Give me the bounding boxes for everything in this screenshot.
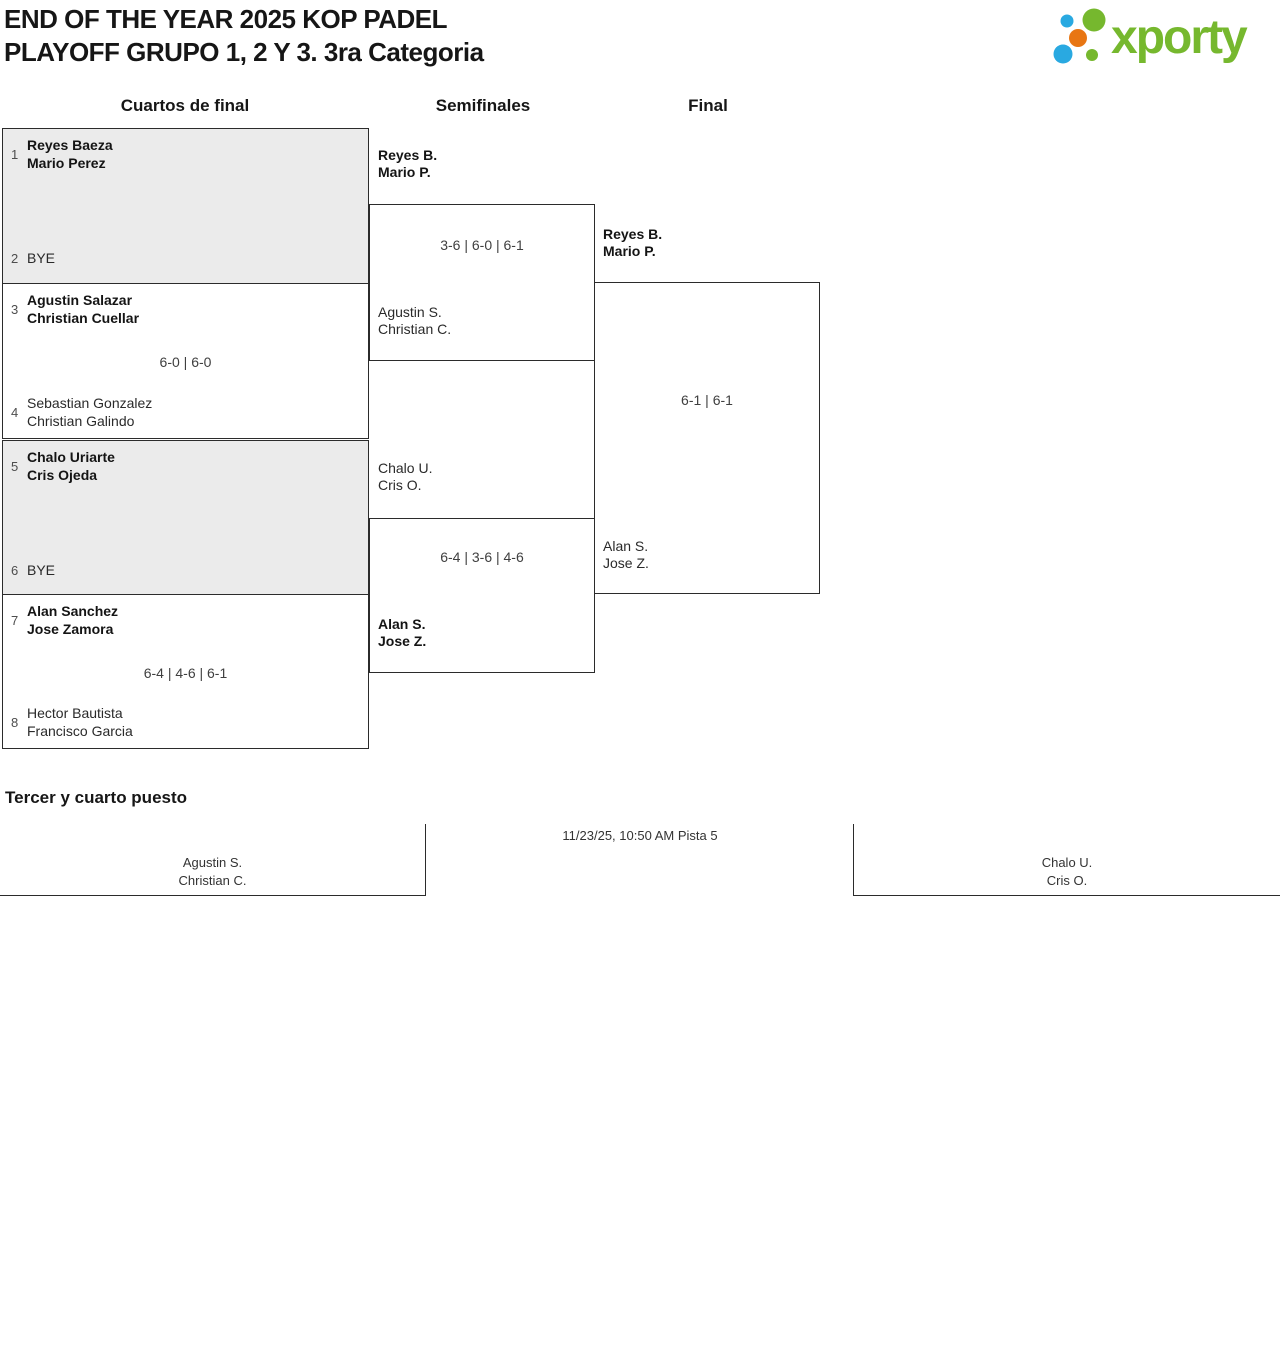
player-name: Christian Galindo — [27, 412, 135, 429]
player-name: Cris O. — [378, 477, 422, 493]
seed-number: 1 — [11, 147, 19, 162]
third-place-schedule: 11/23/25, 10:50 AM Pista 5 — [562, 828, 718, 843]
final-match-box[interactable] — [594, 282, 820, 594]
qf4-slot-bottom: 8 Hector Bautista Francisco Garcia — [11, 705, 133, 740]
player-name: Reyes B. — [378, 147, 438, 163]
player-name: Alan S. — [378, 616, 426, 632]
third-place-team-right: Chalo U. Cris O. — [854, 854, 1280, 889]
xporty-logo[interactable]: xporty — [1043, 3, 1278, 65]
player-name: BYE — [27, 561, 56, 578]
page-title-line1: END OF THE YEAR 2025 KOP PADEL — [4, 4, 448, 34]
player-name: Jose Z. — [378, 633, 427, 649]
round-header-final: Final — [688, 96, 728, 115]
sf1-team-top: Reyes B. Mario P. — [378, 147, 437, 181]
sf2-match-box[interactable] — [369, 518, 595, 673]
player-name: Christian C. — [178, 872, 247, 888]
player-name: Alan Sanchez — [27, 603, 119, 619]
qf2-match-box[interactable]: 3 Agustin Salazar Christian Cuellar 6-0 … — [2, 283, 369, 439]
player-name: Reyes B. — [603, 226, 663, 242]
team-name: Agustin Salazar Christian Cuellar — [27, 292, 139, 327]
final-score: 6-1 | 6-1 — [681, 392, 733, 408]
player-name: Chalo U. — [378, 460, 433, 476]
team-name: Reyes Baeza Mario Perez — [27, 137, 113, 172]
player-name: Reyes Baeza — [27, 137, 113, 153]
third-place-right-box[interactable]: Chalo U. Cris O. — [853, 824, 1280, 896]
sf2-score: 6-4 | 3-6 | 4-6 — [440, 549, 524, 565]
qf1-slot-top: 1 Reyes Baeza Mario Perez — [11, 137, 113, 172]
seed-number: 6 — [11, 562, 19, 578]
qf4-match-box[interactable]: 7 Alan Sanchez Jose Zamora 6-4 | 4-6 | 6… — [2, 594, 369, 749]
player-name: Agustin S. — [378, 304, 442, 320]
seed-number: 3 — [11, 302, 19, 317]
seed-number: 4 — [11, 405, 19, 420]
player-name: Mario P. — [603, 243, 656, 259]
team-name: Sebastian Gonzalez Christian Galindo — [27, 395, 152, 430]
team-name: Hector Bautista Francisco Garcia — [27, 705, 133, 740]
player-name: Chalo U. — [1041, 855, 1093, 870]
page-title: END OF THE YEAR 2025 KOP PADEL PLAYOFF G… — [4, 3, 484, 69]
qf2-slot-bottom: 4 Sebastian Gonzalez Christian Galindo — [11, 395, 152, 430]
final-team-top: Reyes B. Mario P. — [603, 226, 662, 260]
bye-label: BYE — [27, 562, 55, 580]
bye-label: BYE — [27, 250, 55, 268]
third-place-team-left: Agustin S. Christian C. — [0, 854, 425, 889]
sf1-team-bottom: Agustin S. Christian C. — [378, 304, 451, 338]
player-name: Christian Cuellar — [27, 309, 140, 326]
match-score: 6-0 | 6-0 — [159, 354, 212, 370]
qf4-slot-top: 7 Alan Sanchez Jose Zamora — [11, 603, 118, 638]
seed-number: 8 — [11, 715, 19, 730]
player-name: Chalo Uriarte — [27, 449, 115, 465]
player-name: Alan S. — [603, 538, 649, 554]
player-name: Francisco Garcia — [27, 722, 133, 739]
round-header-semifinales: Semifinales — [435, 96, 531, 115]
player-name: Jose Z. — [603, 555, 649, 571]
final-team-bottom: Alan S. Jose Z. — [603, 538, 649, 572]
round-header-cuartos: Cuartos de final — [120, 96, 250, 115]
team-name: Chalo Uriarte Cris Ojeda — [27, 449, 115, 484]
seed-number: 5 — [11, 459, 19, 474]
third-place-heading: Tercer y cuarto puesto — [5, 788, 188, 807]
qf3-slot-bottom: 6 BYE — [11, 562, 55, 580]
player-name: Sebastian Gonzalez — [27, 395, 153, 411]
xporty-logo-icon: xporty — [1053, 8, 1250, 64]
page-title-line2: PLAYOFF GRUPO 1, 2 Y 3. 3ra Categoria — [4, 37, 484, 67]
team-name: Alan Sanchez Jose Zamora — [27, 603, 118, 638]
player-name: Mario P. — [378, 164, 431, 180]
qf3-match-box[interactable]: 5 Chalo Uriarte Cris Ojeda 6 BYE — [2, 440, 369, 596]
sf2-team-bottom: Alan S. Jose Z. — [378, 616, 426, 650]
qf3-slot-top: 5 Chalo Uriarte Cris Ojeda — [11, 449, 115, 484]
seed-number: 2 — [11, 250, 19, 266]
player-name: Mario Perez — [27, 154, 106, 171]
seed-number: 7 — [11, 613, 19, 628]
player-name: Cris Ojeda — [27, 466, 98, 483]
sf2-team-top: Chalo U. Cris O. — [378, 460, 432, 494]
player-name: BYE — [27, 249, 56, 266]
xporty-logo-text: xporty — [1111, 11, 1248, 64]
qf2-slot-top: 3 Agustin Salazar Christian Cuellar — [11, 292, 139, 327]
sf1-score: 3-6 | 6-0 | 6-1 — [440, 237, 524, 253]
match-score: 6-4 | 4-6 | 6-1 — [143, 665, 228, 681]
qf1-slot-bottom: 2 BYE — [11, 250, 55, 268]
player-name: Agustin S. — [182, 855, 243, 870]
player-name: Christian C. — [378, 321, 452, 337]
player-name: Jose Zamora — [27, 620, 114, 637]
player-name: Agustin Salazar — [27, 292, 133, 308]
player-name: Cris O. — [1046, 872, 1088, 888]
player-name: Hector Bautista — [27, 705, 123, 721]
qf1-match-box[interactable]: 1 Reyes Baeza Mario Perez 2 BYE — [2, 128, 369, 284]
third-place-left-box[interactable]: Agustin S. Christian C. — [0, 824, 426, 896]
